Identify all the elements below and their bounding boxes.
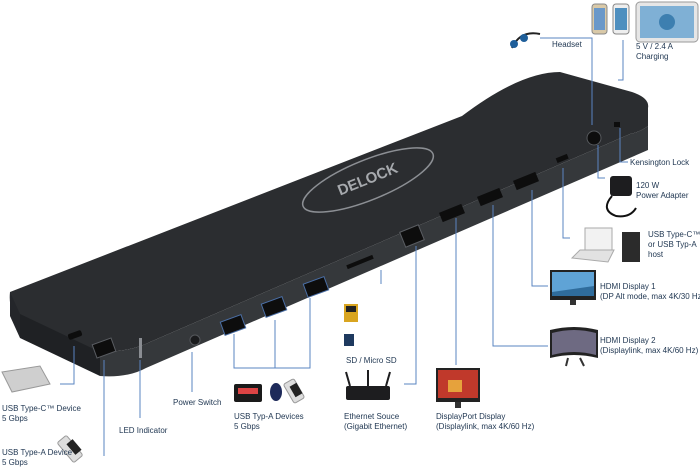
label-hdmi-display-2: HDMI Display 2(Displaylink, max 4K/60 Hz…: [600, 336, 699, 355]
usb-a-port-front: [91, 337, 117, 359]
router-icon: [345, 370, 391, 400]
laptop-icon: [570, 227, 615, 263]
usb-a-port-1: [219, 314, 247, 336]
power-adapter-icon: [605, 176, 637, 218]
front-ports: [67, 122, 620, 359]
ethernet-port: [399, 224, 425, 248]
label-hdmi-display-1: HDMI Display 1(DP Alt mode, max 4K/30 Hz…: [600, 282, 700, 301]
callout-lines: [60, 37, 628, 456]
hdmi-port-2: [477, 187, 503, 207]
external-ssd-icon: [1, 365, 51, 393]
label-sd-card: SD / Micro SD: [346, 356, 397, 365]
usb-a-port-2: [260, 296, 288, 318]
label-ethernet: Ethernet Souce(Gigabit Ethernet): [344, 412, 408, 431]
phone-icon-1: [591, 3, 608, 35]
dc-in-port: [586, 130, 602, 146]
label-led-indicator: LED Indicator: [119, 426, 168, 435]
power-switch: [189, 334, 201, 346]
label-headset: Headset: [552, 40, 582, 49]
sd-card-slot: [346, 254, 374, 270]
displayport-port: [439, 203, 465, 223]
ssd-icon: [234, 384, 262, 402]
usb-stick-icon: [283, 378, 305, 404]
label-power-switch: Power Switch: [173, 398, 222, 407]
pc-tower-icon: [622, 232, 640, 262]
tablet-icon: [635, 1, 699, 43]
monitor-icon-displayport: [436, 368, 480, 408]
label-displayport-display: DisplayPort Display(Displaylink, max 4K/…: [436, 412, 535, 431]
label-kensington-lock: Kensington Lock: [630, 158, 690, 167]
hdmi-port-1: [513, 171, 539, 191]
monitor-icon-hdmi2: [550, 327, 598, 367]
mouse-icon: [270, 383, 282, 401]
docking-station: DELOCK: [9, 72, 649, 377]
usb-c-port-front: [67, 330, 83, 340]
led-indicator: [139, 338, 142, 358]
headset-icon: [510, 32, 541, 49]
sd-card-icon: [344, 304, 358, 346]
usb-stick-icon-front: [57, 435, 83, 463]
monitor-icon-hdmi1: [550, 270, 596, 305]
usb-c-port-host: [555, 153, 569, 164]
kensington-slot: [614, 122, 620, 127]
phone-icon-2: [612, 3, 630, 35]
usb-a-port-3: [302, 276, 330, 298]
